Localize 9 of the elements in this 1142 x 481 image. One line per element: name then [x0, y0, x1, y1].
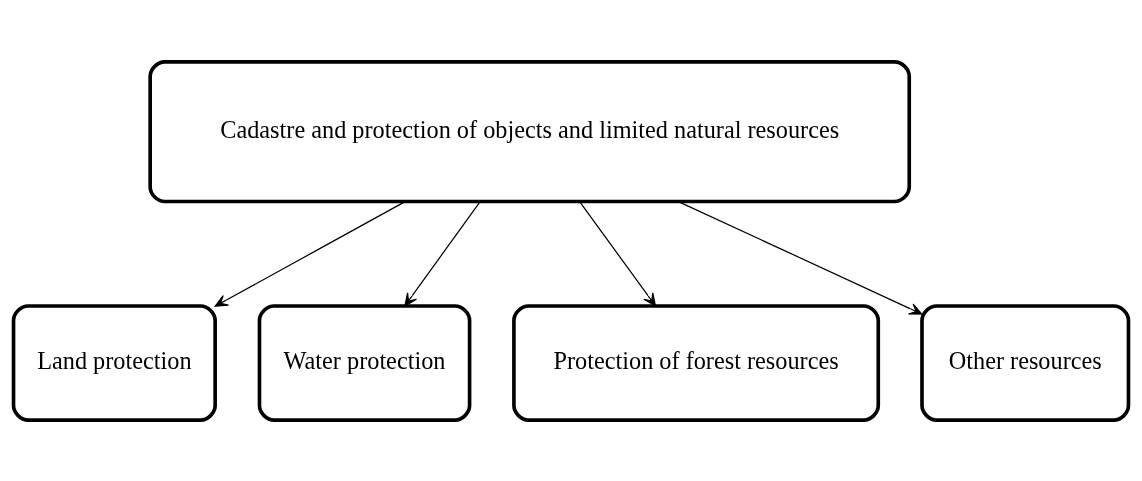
node-box: Land protection — [11, 303, 217, 422]
arrow — [404, 200, 481, 306]
arrow — [579, 200, 657, 306]
arrow — [677, 200, 923, 315]
node-box: Water protection — [257, 303, 472, 422]
node-box: Other resources — [920, 303, 1131, 422]
arrow — [214, 200, 406, 307]
node-box: Cadastre and protection of objects and limited natural resources — [148, 59, 912, 203]
node-box: Protection of forest resources — [512, 303, 881, 422]
